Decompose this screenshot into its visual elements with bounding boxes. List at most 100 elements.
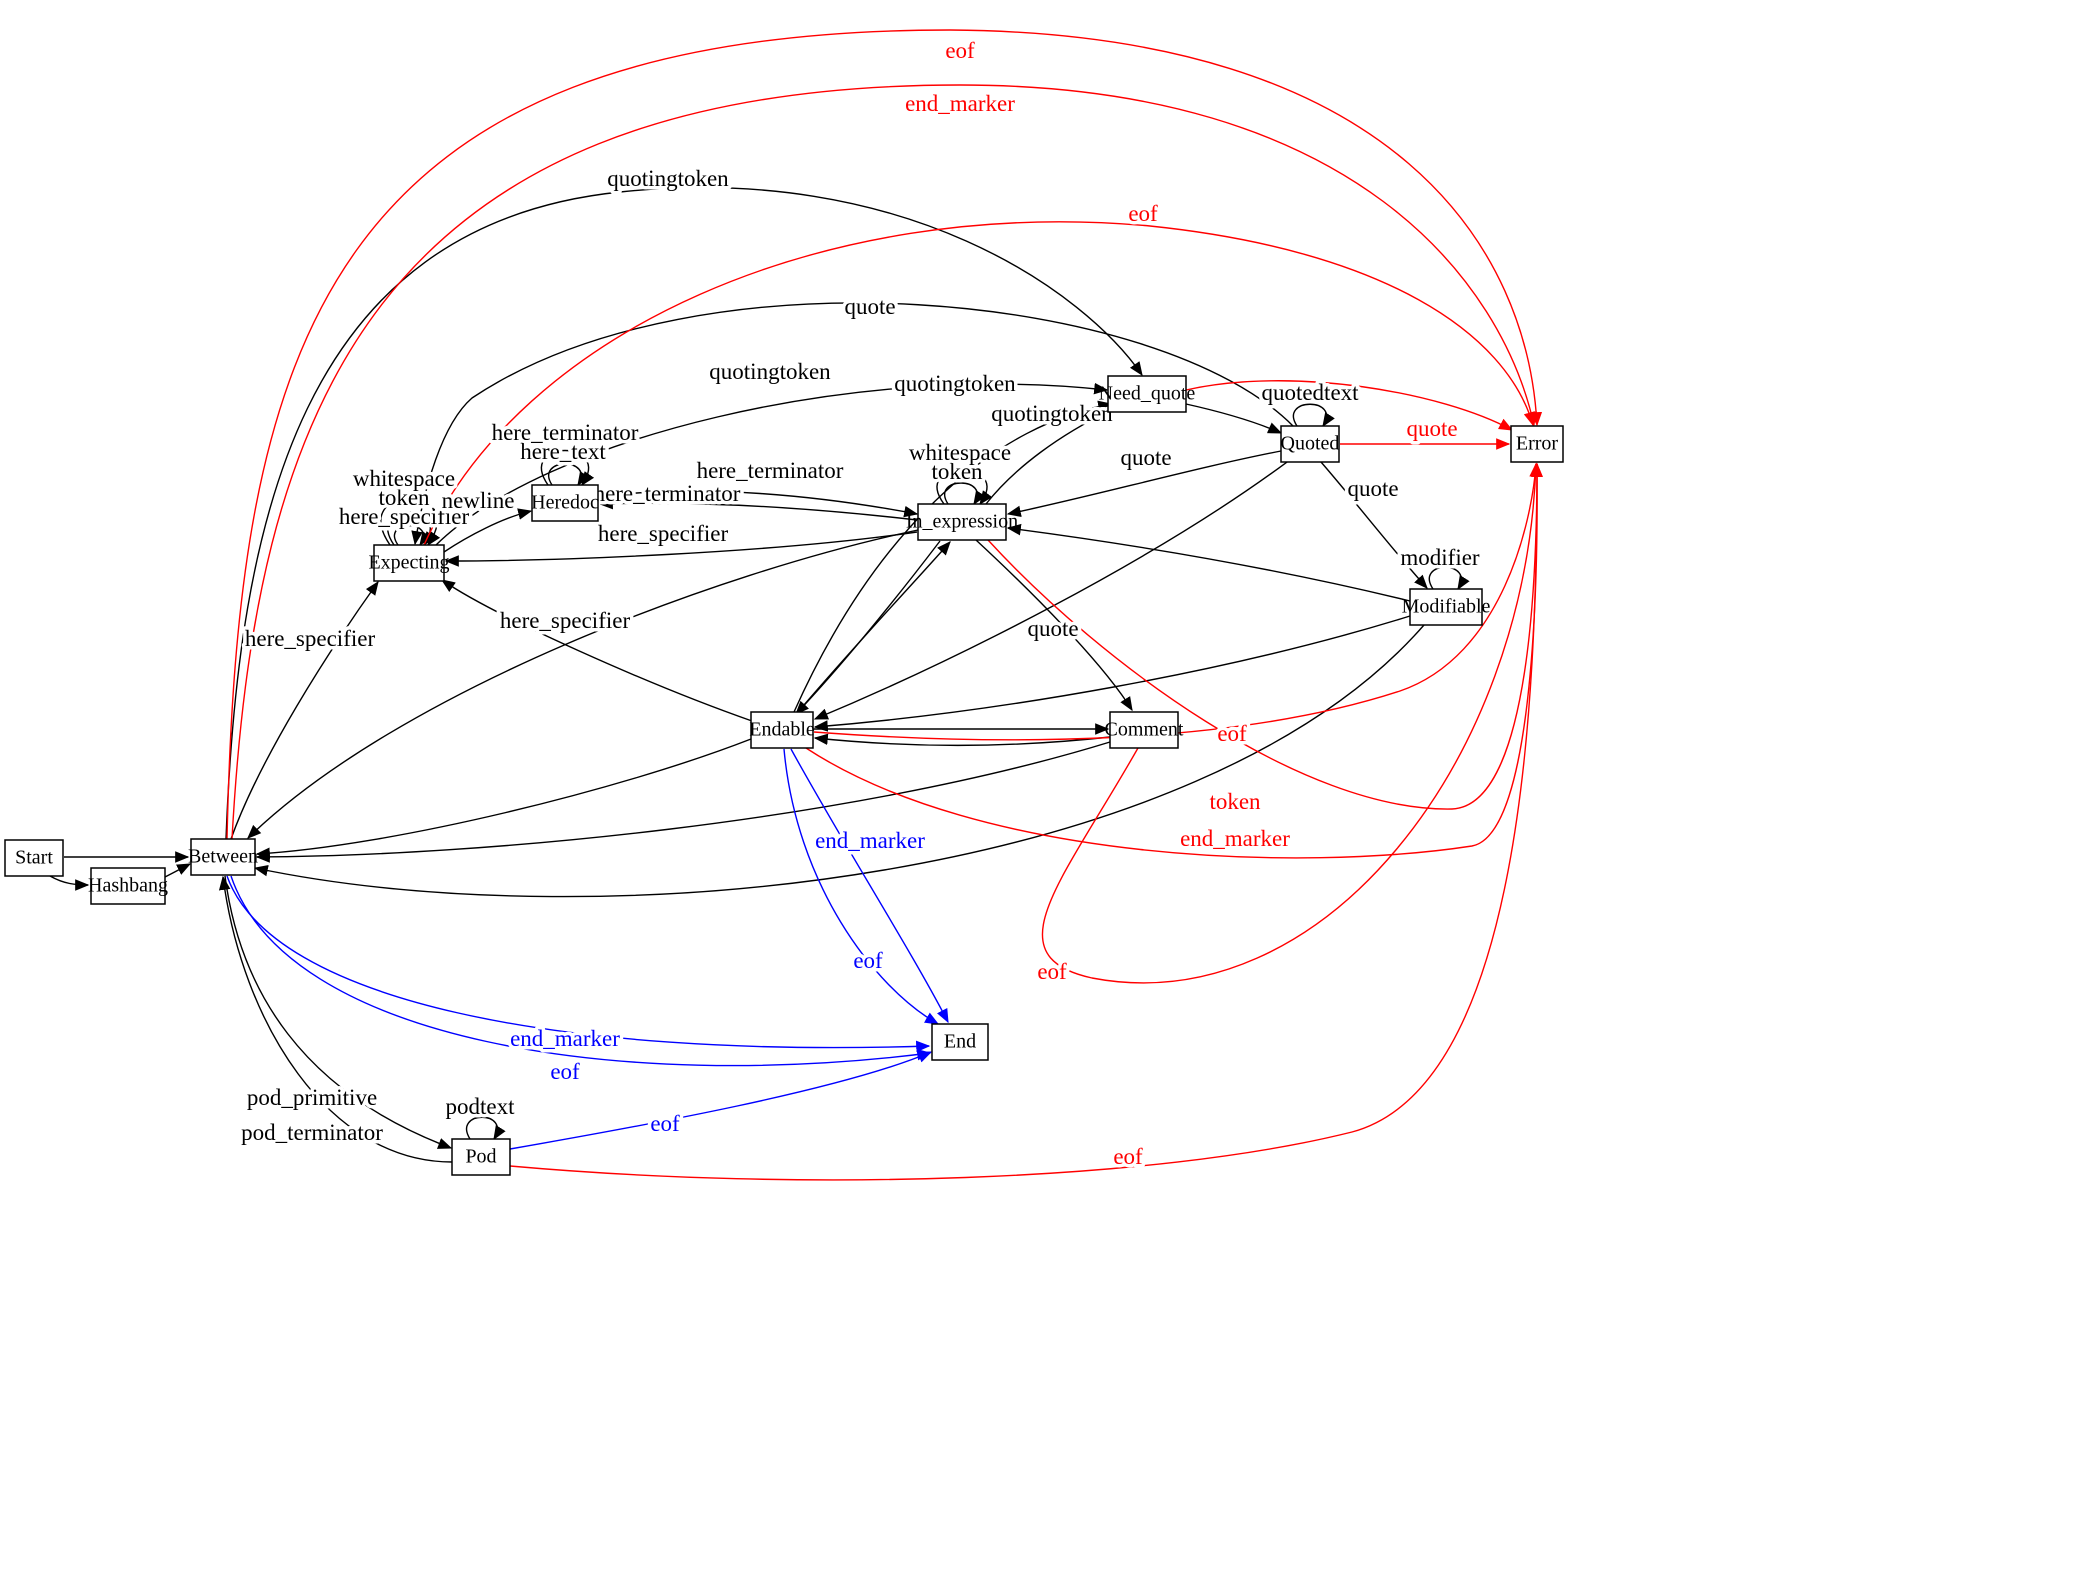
edge-expecting-expecting-here_specifier xyxy=(393,524,433,547)
edge-label-token: token xyxy=(378,485,430,510)
edge-modifiable-modifiable-modifier xyxy=(1428,566,1470,591)
node-label-modifiable: Modifiable xyxy=(1402,596,1491,618)
node-label-in_expression: In_expression xyxy=(906,511,1018,533)
edge-label-newline: newline xyxy=(442,488,515,513)
edge-label-quotingtoken: quotingtoken xyxy=(991,401,1113,426)
edge-need_quote-error xyxy=(1185,380,1514,431)
edge-modifiable-between xyxy=(253,624,1425,898)
node-in_expression: In_expression xyxy=(906,503,1018,541)
edge-label-here_text: here_text xyxy=(520,439,606,464)
edge-label-quotingtoken: quotingtoken xyxy=(607,166,729,191)
edge-label-quote: quote xyxy=(1347,476,1398,501)
node-box-in_expression xyxy=(917,503,1007,541)
node-label-quoted: Quoted xyxy=(1281,433,1340,455)
node-label-error: Error xyxy=(1516,433,1559,455)
edge-need_quote-quoted xyxy=(1185,403,1283,434)
node-label-heredoc: Heredoc xyxy=(531,492,599,514)
node-box-between xyxy=(190,838,256,876)
edge-label-quote: quote xyxy=(1406,416,1457,441)
edge-in_expression-in_expression-token xyxy=(944,482,986,506)
edge-label-eof: eof xyxy=(853,948,883,973)
edge-quoted-quoted-quotedtext xyxy=(1292,403,1335,428)
node-label-end: End xyxy=(944,1031,976,1053)
edge-label-here_specifier: here_specifier xyxy=(500,608,631,633)
edge-label-eof: eof xyxy=(550,1059,580,1084)
node-label-hashbang: Hashbang xyxy=(88,875,168,897)
edge-between-need_quote-quotingtoken xyxy=(225,187,1143,840)
edge-hashbang-between xyxy=(164,863,192,878)
node-heredoc: Heredoc xyxy=(531,484,599,522)
edge-endable-end-end_marker xyxy=(790,748,949,1024)
node-box-end xyxy=(931,1023,989,1061)
edge-label-pod_primitive: pod_primitive xyxy=(247,1085,377,1110)
edge-expecting-expecting-whitespace xyxy=(380,497,441,547)
node-box-endable xyxy=(750,711,814,749)
edge-comment-error-eof xyxy=(1041,462,1542,984)
node-need_quote: Need_quote xyxy=(1099,375,1196,413)
edge-label-here_specifier: here_specifier xyxy=(245,626,376,651)
edge-label-token: token xyxy=(1209,789,1261,814)
edge-in_expression-heredoc-here_terminator xyxy=(598,497,918,521)
node-end: End xyxy=(931,1023,989,1061)
edge-endable-error-eof xyxy=(813,462,1541,741)
node-box-error xyxy=(1510,425,1564,463)
node-expecting: Expecting xyxy=(368,544,450,582)
edge-label-quotedtext: quotedtext xyxy=(1261,380,1359,405)
node-start: Start xyxy=(4,839,64,877)
edge-label-quotingtoken: quotingtoken xyxy=(894,371,1016,396)
edge-quoted-modifiable-quote xyxy=(1320,461,1428,589)
edge-comment-between xyxy=(255,741,1111,863)
edge-modifiable-endable xyxy=(813,615,1411,732)
node-box-quoted xyxy=(1280,425,1340,463)
node-box-need_quote xyxy=(1107,375,1187,413)
node-box-start xyxy=(4,839,64,877)
edge-modifiable-in_expression xyxy=(1006,523,1411,602)
edge-expecting-heredoc-newline xyxy=(443,508,533,553)
node-error: Error xyxy=(1510,425,1564,463)
edge-label-here_terminator: here_terminator xyxy=(594,481,741,506)
edge-in_expression-comment xyxy=(975,539,1133,712)
node-label-expecting: Expecting xyxy=(368,552,449,574)
node-box-modifiable xyxy=(1409,588,1483,626)
edge-label-pod_terminator: pod_terminator xyxy=(241,1120,383,1145)
edge-expecting-need_quote-quotingtoken xyxy=(435,382,1109,546)
node-label-need_quote: Need_quote xyxy=(1099,383,1196,405)
edge-between-end-eof xyxy=(230,875,932,1067)
edge-label-quote: quote xyxy=(1120,445,1171,470)
edge-heredoc-heredoc-here_terminator xyxy=(540,449,595,487)
edge-label-here_terminator: here_terminator xyxy=(492,420,639,445)
edge-pod-error-eof xyxy=(509,462,1543,1181)
edge-label-here_terminator: here_terminator xyxy=(697,458,844,483)
edge-pod-between-pod_terminator xyxy=(218,875,453,1163)
node-box-hashbang xyxy=(90,867,166,905)
edge-label-end_marker: end_marker xyxy=(815,828,925,853)
edge-in_expression-expecting-here_specifier xyxy=(444,531,918,567)
node-modifiable: Modifiable xyxy=(1402,588,1491,626)
edge-label-here_specifier: here_specifier xyxy=(598,521,729,546)
edge-between-error-end_marker xyxy=(231,84,1537,840)
node-endable: Endable xyxy=(749,711,815,749)
node-box-expecting xyxy=(373,544,445,582)
node-comment: Comment xyxy=(1105,711,1184,749)
edge-endable-expecting-here_specifier xyxy=(440,579,753,722)
node-label-endable: Endable xyxy=(749,719,815,741)
edge-label-modifier: modifier xyxy=(1400,545,1480,570)
edge-labels-layer: here_specifierhere_specifiertokenwhitesp… xyxy=(238,35,1484,1173)
edge-endable-need_quote-quotingtoken xyxy=(793,400,1113,713)
edge-label-whitespace: whitespace xyxy=(353,466,455,491)
node-between: Between xyxy=(188,838,258,876)
edge-label-end_marker: end_marker xyxy=(905,91,1015,116)
edge-quoted-in_expression-quote xyxy=(1006,450,1282,518)
edge-in_expression-need_quote-quotingtoken xyxy=(985,410,1111,505)
node-box-pod xyxy=(451,1138,511,1176)
edges-layer xyxy=(49,29,1543,1181)
edge-label-eof: eof xyxy=(1217,721,1247,746)
edge-label-eof: eof xyxy=(1113,1144,1143,1169)
edge-label-eof: eof xyxy=(945,38,975,63)
edge-in_expression-in_expression-whitespace xyxy=(936,468,993,506)
edge-endable-end-eof xyxy=(783,748,940,1025)
edge-endable-in_expression xyxy=(797,541,951,713)
edge-label-eof: eof xyxy=(1128,201,1158,226)
